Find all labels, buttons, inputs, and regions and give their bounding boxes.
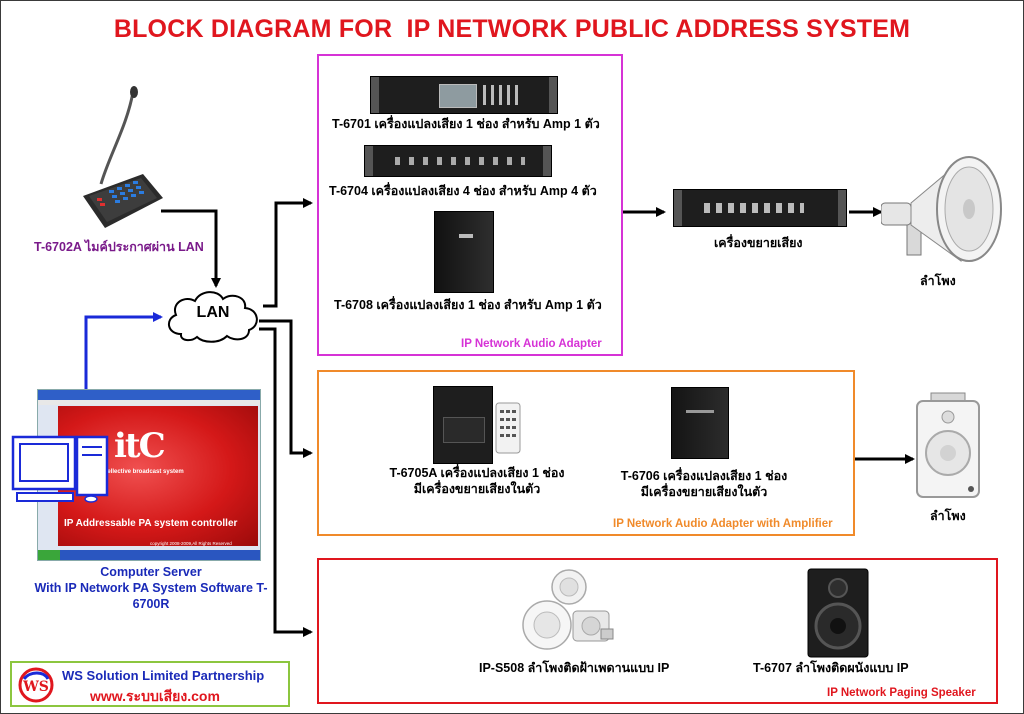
- t6706-label-line2: มีเครื่องขยายเสียงในตัว: [640, 485, 768, 499]
- adapter-with-amp-box: [317, 370, 855, 536]
- t6705a-label-line1: T-6705A เครื่องแปลงเสียง 1 ช่อง: [389, 466, 565, 480]
- mic-to-lan-line: [161, 209, 221, 288]
- wall-speaker-icon: [916, 392, 980, 498]
- t6708-device: [434, 211, 494, 293]
- company-name: WS Solution Limited Partnership: [62, 668, 265, 683]
- lan-to-amp-adapters-line: [259, 319, 313, 458]
- horn-speaker-icon: [881, 156, 1002, 262]
- lan-to-paging-line: [259, 327, 313, 637]
- t6707-label: T-6707 ลำโพงติดผนังแบบ IP: [753, 661, 909, 675]
- t6701-label: T-6701 เครื่องแปลงเสียง 1 ช่อง สำหรับ Am…: [332, 117, 600, 131]
- company-box: WS WS Solution Limited Partnership www.ร…: [10, 661, 290, 707]
- ip-audio-adapter-box: [317, 54, 623, 356]
- t6704-label: T-6704 เครื่องแปลงเสียง 4 ช่อง สำหรับ Am…: [329, 184, 597, 198]
- remote-control-icon: [495, 402, 521, 454]
- t6701-device: [370, 76, 558, 114]
- computer-icon: [11, 435, 109, 503]
- lan-cloud-icon: [168, 291, 258, 343]
- window-titlebar: [38, 390, 260, 400]
- t6705a-label-line2: มีเครื่องขยายเสียงในตัว: [413, 482, 541, 496]
- t6706-device: [671, 387, 729, 459]
- lan-to-adapters-line: [263, 198, 313, 308]
- computer-label-line1: Computer Server: [100, 565, 202, 579]
- wall-speaker-label: ลำโพง: [930, 509, 966, 523]
- diagram-title: BLOCK DIAGRAM FOR IP NETWORK PUBLIC ADDR…: [113, 15, 911, 43]
- t6705a-label: T-6705A เครื่องแปลงเสียง 1 ช่อง มีเครื่อ…: [367, 465, 587, 497]
- t6706-label-line1: T-6706 เครื่องแปลงเสียง 1 ช่อง: [620, 469, 788, 483]
- t6705a-device: [433, 386, 493, 464]
- ws-logo-icon: WS: [18, 667, 54, 703]
- amplifier-label: เครื่องขยายเสียง: [714, 236, 803, 250]
- microphone-station-icon: [83, 86, 163, 228]
- t6704-device: [364, 145, 552, 177]
- taskbar: [38, 550, 260, 560]
- ceiling-speaker-icon: [522, 569, 614, 650]
- t6707-speaker-icon: [807, 568, 869, 658]
- computer-label: Computer Server With IP Network PA Syste…: [21, 564, 281, 612]
- paging-speaker-box: [317, 558, 998, 704]
- t6708-label: T-6708 เครื่องแปลงเสียง 1 ช่อง สำหรับ Am…: [334, 298, 602, 312]
- ips508-label: IP-S508 ลำโพงติดฝ้าเพดานแบบ IP: [479, 661, 670, 675]
- computer-label-line2: With IP Network PA System Software T-670…: [34, 581, 268, 611]
- mic-station-label: T-6702A ไมค์ประกาศผ่าน LAN: [34, 240, 204, 254]
- ws-logo-text: WS: [22, 679, 49, 695]
- ip-audio-adapter-caption: IP Network Audio Adapter: [461, 338, 602, 350]
- amplifier-device: [673, 189, 847, 227]
- company-website[interactable]: www.ระบบเสียง.com: [90, 688, 220, 704]
- splash-copyright: copyright 2008-2009,All Rights Reserved: [150, 541, 232, 546]
- splash-tagline: Intellective broadcast system: [100, 469, 184, 475]
- paging-speaker-caption: IP Network Paging Speaker: [827, 687, 976, 699]
- horn-speaker-label: ลำโพง: [920, 274, 956, 288]
- itc-logo: itC: [114, 426, 166, 466]
- splash-title: IP Addressable PA system controller: [64, 518, 238, 529]
- adapter-with-amp-caption: IP Network Audio Adapter with Amplifier: [613, 518, 833, 530]
- lan-label: LAN: [196, 304, 230, 321]
- t6706-label: T-6706 เครื่องแปลงเสียง 1 ช่อง มีเครื่อง…: [599, 468, 809, 500]
